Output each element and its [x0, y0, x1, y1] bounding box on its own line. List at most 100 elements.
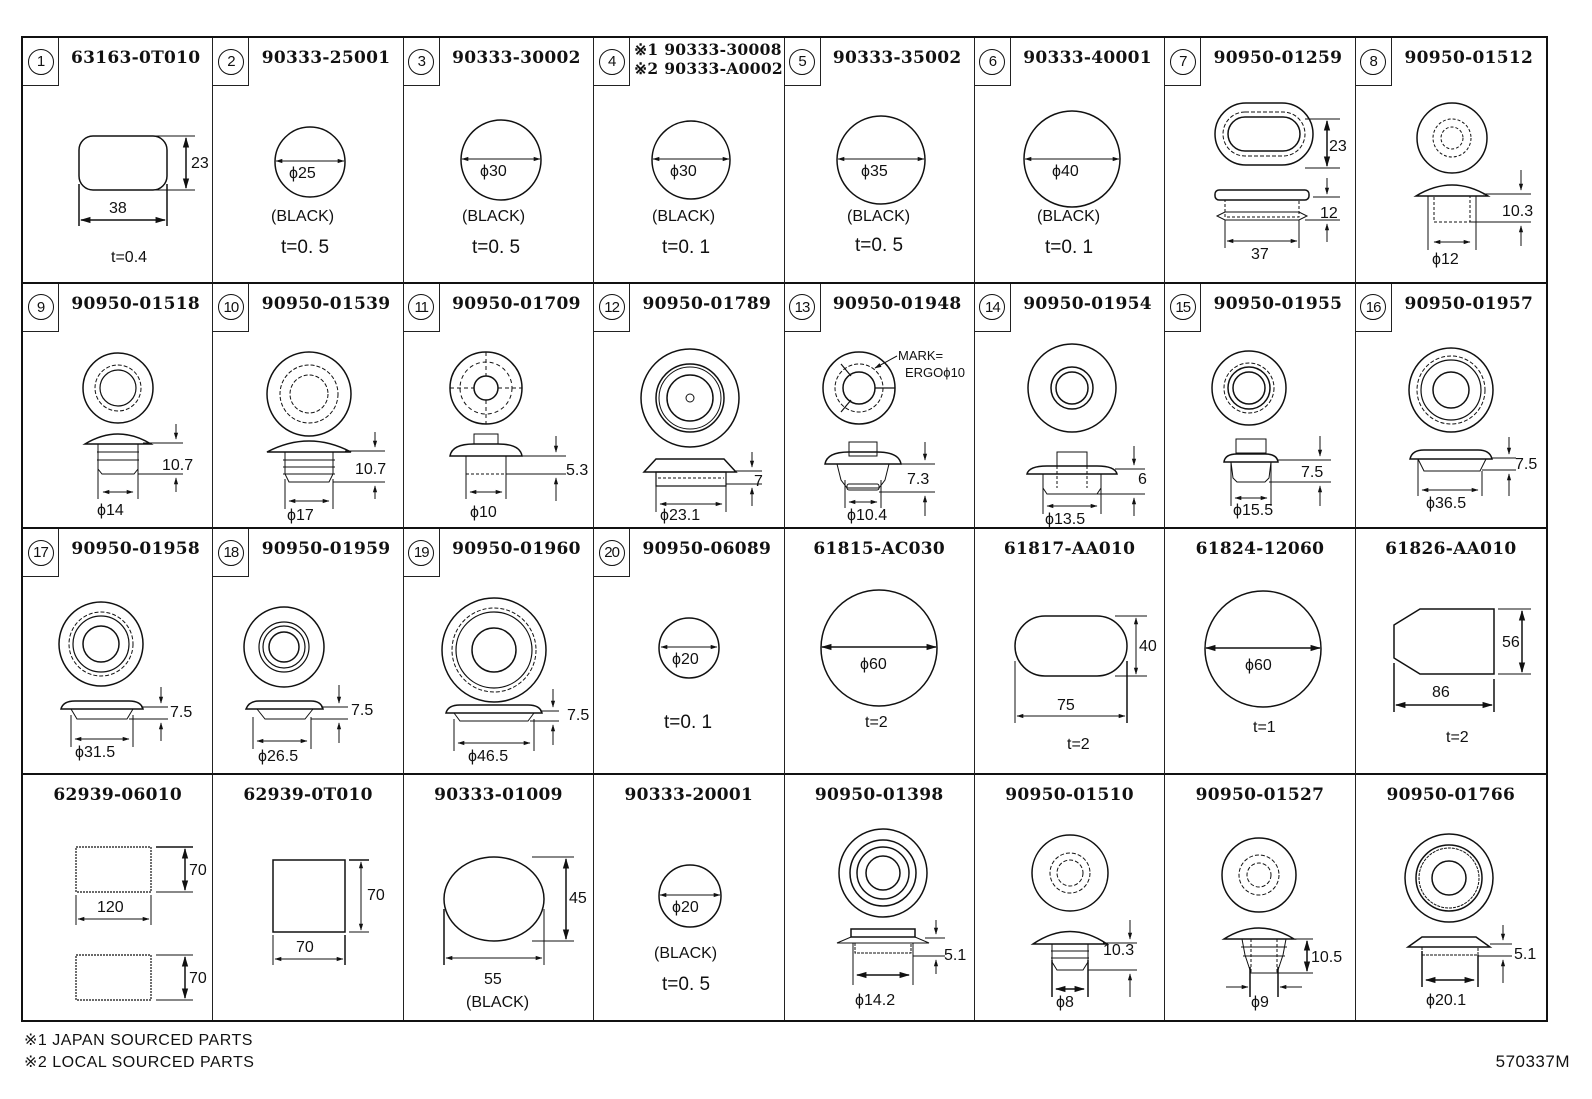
- svg-text:5.1: 5.1: [944, 947, 966, 964]
- svg-text:7.3: 7.3: [907, 471, 929, 488]
- svg-text:45: 45: [569, 890, 587, 907]
- grommet-flat-drawing: ϕ26.5 7.5: [243, 606, 374, 765]
- part-number: 90950-01948: [832, 293, 962, 314]
- index-badge: 17: [23, 529, 59, 577]
- svg-text:ϕ10: ϕ10: [470, 504, 497, 521]
- index-badge: 5: [784, 38, 821, 86]
- svg-text:23: 23: [1329, 138, 1347, 155]
- plug-drawing: ϕ8 10.3: [1030, 833, 1137, 1011]
- svg-text:t=2: t=2: [1446, 729, 1469, 746]
- part-number: 90950-01709: [452, 293, 581, 314]
- part-number: 90333-35002: [832, 48, 962, 68]
- svg-text:7.5: 7.5: [1301, 464, 1323, 481]
- svg-text:t=0. 5: t=0. 5: [472, 237, 520, 258]
- part-number: 90950-01958: [71, 539, 201, 559]
- svg-text:ϕ12: ϕ12: [1432, 251, 1459, 268]
- svg-text:t=0. 1: t=0. 1: [1045, 237, 1093, 258]
- part-number: 90950-01959: [261, 539, 391, 559]
- svg-text:t=0.4: t=0.4: [111, 249, 147, 266]
- svg-text:ϕ10.4: ϕ10.4: [847, 507, 887, 524]
- part-number: 61826-AA010: [1385, 539, 1517, 559]
- index-badge: 13: [784, 283, 821, 332]
- part-number: 90950-01518: [71, 293, 201, 314]
- grommet-cap-drawing: ϕ13.5 6: [1025, 342, 1147, 528]
- svg-text:(BLACK): (BLACK): [654, 945, 717, 962]
- footnotes: ※1 JAPAN SOURCED PARTS ※2 LOCAL SOURCED …: [24, 1030, 254, 1074]
- svg-text:(BLACK): (BLACK): [271, 208, 334, 225]
- part-cell-9: 9 90950-01518 ϕ14 10.7: [23, 283, 214, 529]
- footnote-japan-sourced: ※1 JAPAN SOURCED PARTS: [24, 1032, 253, 1049]
- grommet-flat-drawing: ϕ31.5 7.5: [58, 601, 192, 761]
- circle-drawing: ϕ30 (BLACK) t=0. 5: [460, 119, 542, 258]
- part-cell-90950-01510: 90950-01510 ϕ8 10.3: [975, 774, 1166, 1020]
- index-badge: 1: [23, 38, 59, 86]
- svg-text:10.3: 10.3: [1103, 942, 1134, 959]
- circle-drawing: ϕ35 (BLACK) t=0. 5: [835, 115, 926, 256]
- svg-text:ϕ20.1: ϕ20.1: [1426, 992, 1466, 1009]
- circle-drawing: ϕ20 t=0. 1: [658, 617, 720, 733]
- svg-text:t=0. 5: t=0. 5: [662, 974, 710, 995]
- svg-text:40: 40: [1139, 638, 1157, 655]
- part-cell-90950-01766: 90950-01766 ϕ20.1 5.1: [1356, 775, 1546, 1021]
- square-drawing: 70 70: [272, 858, 385, 965]
- svg-text:ϕ8: ϕ8: [1056, 994, 1074, 1011]
- part-cell-17: 17 90950-01958 ϕ31.5 7.5: [23, 529, 214, 775]
- svg-text:ϕ20: ϕ20: [672, 899, 699, 916]
- part-number: 90950-01510: [1005, 784, 1134, 805]
- index-badge: 16: [1355, 283, 1392, 332]
- svg-text:ϕ60: ϕ60: [860, 656, 887, 673]
- svg-text:MARK=: MARK=: [898, 348, 943, 363]
- svg-text:86: 86: [1432, 684, 1450, 701]
- part-number: 90333-20001: [624, 784, 754, 805]
- part-number: 61815-AC030: [813, 539, 946, 559]
- part-number-japan: ※1 90333-30008: [634, 40, 782, 59]
- svg-text:ϕ23.1: ϕ23.1: [660, 507, 700, 524]
- index-badge: 14: [974, 283, 1011, 332]
- index-badge: 8: [1355, 38, 1392, 86]
- part-number: 90950-01259: [1213, 48, 1343, 68]
- part-cell-62939-06010: 62939-06010 70 120 70: [23, 774, 214, 1020]
- svg-text:10.5: 10.5: [1311, 949, 1342, 966]
- footnote-local-sourced: ※2 LOCAL SOURCED PARTS: [24, 1054, 255, 1071]
- index-badge: 9: [23, 283, 59, 332]
- oval-grommet-drawing: 23 12 37: [1214, 102, 1347, 263]
- part-number: 90950-01955: [1213, 293, 1343, 314]
- part-number: 90333-01009: [434, 784, 563, 805]
- grommet-flat-drawing: ϕ14.2 5.1: [836, 827, 966, 1009]
- part-cell-90333-01009: 90333-01009 45 55 (BLACK): [404, 774, 595, 1020]
- svg-text:23: 23: [191, 155, 209, 172]
- svg-text:ϕ14: ϕ14: [97, 502, 124, 519]
- svg-text:t=0. 5: t=0. 5: [281, 237, 329, 258]
- part-number: 90950-01954: [1023, 293, 1152, 314]
- svg-text:ϕ46.5: ϕ46.5: [468, 748, 508, 765]
- part-number: 90950-01539: [261, 293, 391, 314]
- svg-text:ϕ30: ϕ30: [670, 163, 697, 180]
- index-badge: 6: [974, 38, 1011, 86]
- svg-text:(BLACK): (BLACK): [466, 994, 529, 1011]
- part-number: 90950-01766: [1386, 784, 1516, 805]
- svg-text:ϕ15.5: ϕ15.5: [1233, 502, 1273, 519]
- ellipse-drawing: 45 55 (BLACK): [443, 855, 587, 1011]
- drawing-code: 570337M: [1495, 1052, 1570, 1071]
- svg-text:ϕ20: ϕ20: [672, 651, 699, 668]
- svg-text:56: 56: [1502, 634, 1520, 651]
- svg-text:38: 38: [109, 200, 127, 217]
- index-badge: 2: [213, 38, 250, 86]
- part-cell-61826: 61826-AA010 56 86 t=2: [1355, 529, 1546, 775]
- part-number-local: ※2 90333-A0002: [634, 59, 784, 78]
- svg-text:120: 120: [97, 899, 124, 916]
- plug-drawing: ϕ14 10.7: [82, 351, 193, 519]
- svg-text:ϕ14.2: ϕ14.2: [855, 992, 895, 1009]
- part-number: 61817-AA010: [1003, 539, 1136, 559]
- svg-text:t=1: t=1: [1253, 719, 1276, 736]
- svg-text:70: 70: [189, 970, 207, 987]
- grommet-flat-drawing: ϕ46.5 7.5: [441, 597, 589, 765]
- index-badge: 12: [594, 283, 631, 332]
- part-cell-62939-0T010: 62939-0T010 70 70: [213, 774, 404, 1020]
- part-cell-90950-01527: 90950-01527 ϕ9 10.5: [1165, 774, 1356, 1020]
- svg-text:ϕ60: ϕ60: [1245, 657, 1272, 674]
- oblong-drawing: 40 75 t=2: [1014, 615, 1157, 753]
- two-rects-drawing: 70 120 70: [75, 845, 207, 1001]
- svg-text:70: 70: [189, 862, 207, 879]
- index-badge: 20: [594, 529, 631, 577]
